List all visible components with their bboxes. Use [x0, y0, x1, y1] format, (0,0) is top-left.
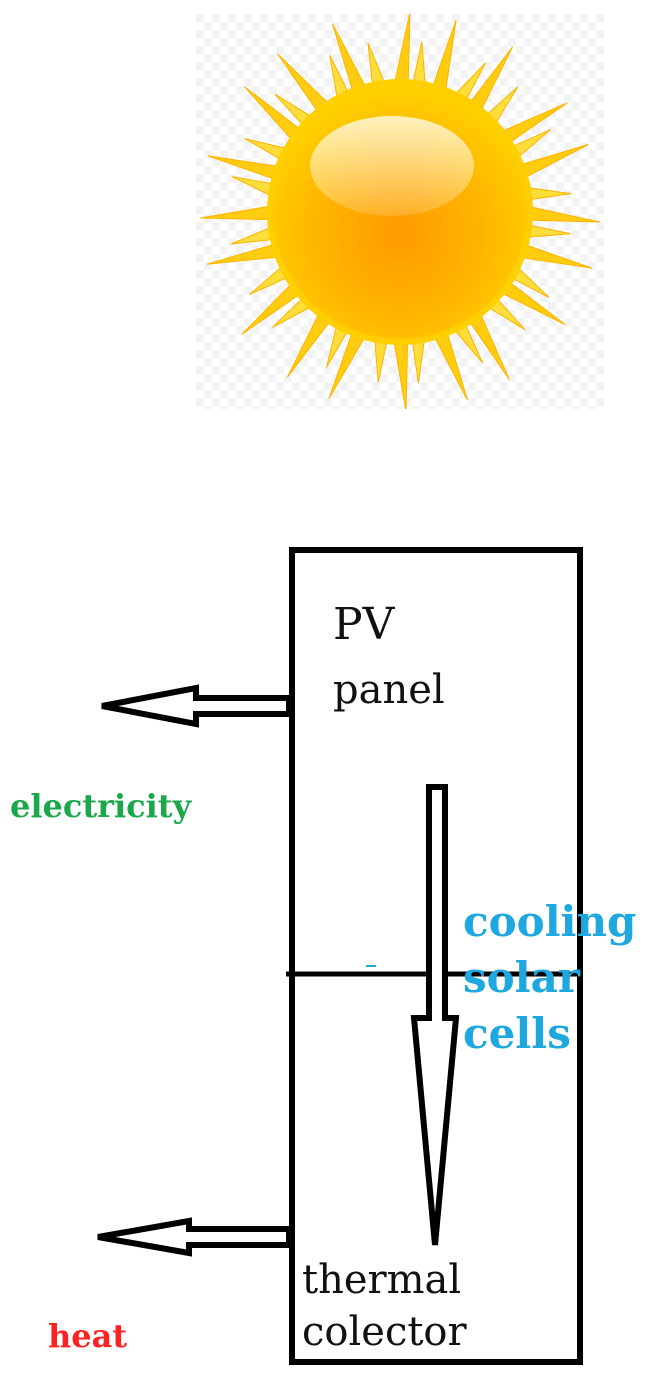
cooling-label-line1: cooling: [463, 897, 637, 946]
pv-thermal-box: [289, 547, 583, 1365]
pv-panel-label-line1: PV: [333, 599, 395, 650]
heat-arrow: [97, 1217, 292, 1257]
electricity-label: electricity: [10, 787, 192, 825]
electricity-arrow: [101, 684, 292, 728]
cooling-label-line2: solar: [463, 953, 580, 1002]
pv-panel-label-line2: panel: [333, 667, 445, 713]
heat-label: heat: [48, 1317, 128, 1355]
sun-highlight: [310, 116, 474, 216]
cooling-solar-cells-label: cooling solar cells: [463, 894, 643, 1062]
sun-icon: [196, 14, 604, 409]
thermal-label-line1: thermal: [302, 1257, 462, 1303]
thermal-collector-label: thermal colector: [302, 1254, 562, 1358]
cooling-arrow: [410, 784, 460, 1246]
cooling-label-line3: cells: [463, 1009, 571, 1058]
thermal-label-line2: colector: [302, 1309, 467, 1355]
